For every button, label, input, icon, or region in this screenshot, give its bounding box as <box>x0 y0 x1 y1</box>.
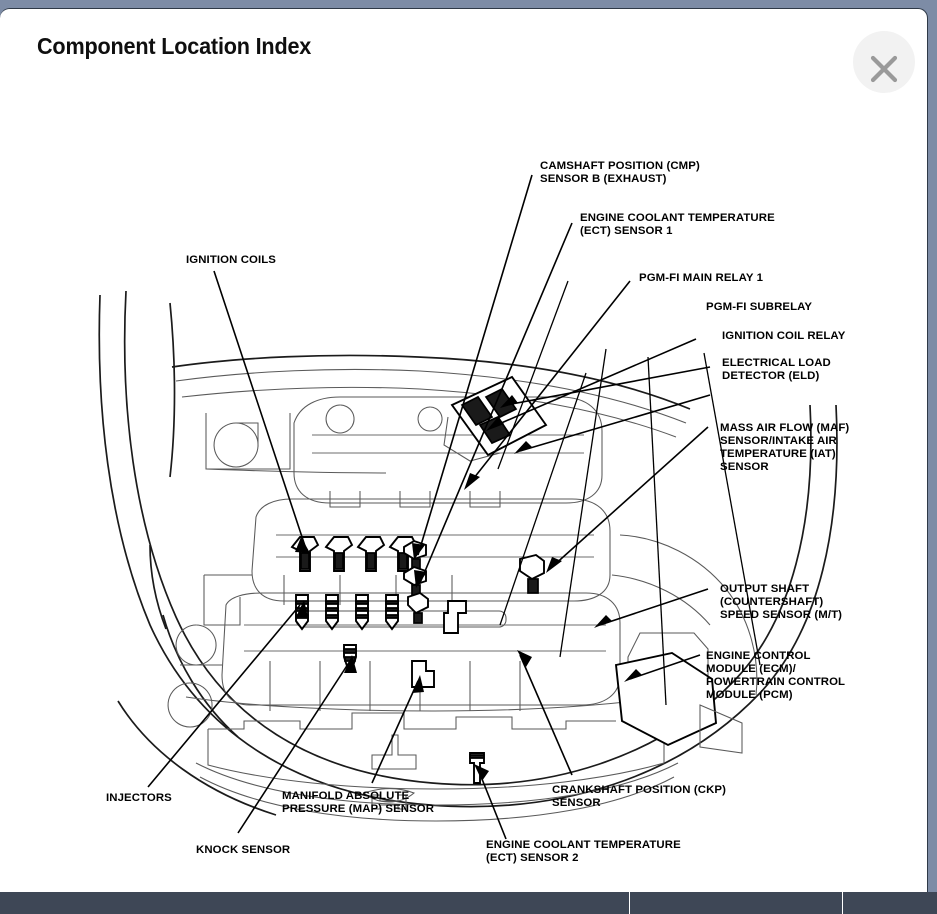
diagram-container: IGNITION COILS CAMSHAFT POSITION (CMP) S… <box>0 105 927 864</box>
callout-maf-iat-line4: SENSOR <box>720 461 769 473</box>
callout-map-sensor-line1: MANIFOLD ABSOLUTE <box>282 790 409 802</box>
dialog-header: Component Location Index <box>0 9 927 105</box>
callout-labels: IGNITION COILS CAMSHAFT POSITION (CMP) S… <box>106 160 849 864</box>
honda-h-emblem <box>362 787 416 810</box>
callout-output-shaft-line2: (COUNTERSHAFT) <box>720 596 823 608</box>
bottom-bar-segment-3[interactable] <box>843 892 937 914</box>
cowl-and-firewall <box>171 354 691 474</box>
maf-iat-sensor-part <box>519 553 545 594</box>
sensor-cluster-left-of-relaybox <box>403 539 467 634</box>
valve-cover <box>293 396 603 508</box>
component-location-dialog: Component Location Index <box>0 8 928 894</box>
leader-lines <box>147 174 761 840</box>
ignition-coil-parts <box>290 536 418 572</box>
callout-injectors: INJECTORS <box>106 792 172 804</box>
bottom-bar-segment-1[interactable] <box>0 892 630 914</box>
close-button[interactable] <box>853 31 915 93</box>
injector-parts <box>295 594 399 631</box>
callout-eld-line1: ELECTRICAL LOAD <box>722 357 831 369</box>
callout-pgm-fi-subrelay: PGM-FI SUBRELAY <box>706 301 812 313</box>
callout-cmp-sensor-b-line2: SENSOR B (EXHAUST) <box>540 173 667 185</box>
engine-compartment-diagram: IGNITION COILS CAMSHAFT POSITION (CMP) S… <box>98 160 849 864</box>
map-sensor-part <box>411 660 435 688</box>
callout-ect-sensor-2-line1: ENGINE COOLANT TEMPERATURE <box>486 839 681 851</box>
callout-ckp-sensor-line1: CRANKSHAFT POSITION (CKP) <box>552 784 726 796</box>
callout-maf-iat-line3: TEMPERATURE (IAT) <box>720 448 836 460</box>
close-x-icon <box>853 52 915 86</box>
callout-output-shaft-line3: SPEED SENSOR (M/T) <box>720 609 842 621</box>
bottom-bar-segment-2[interactable] <box>630 892 843 914</box>
callout-eld-line2: DETECTOR (ELD) <box>722 370 819 382</box>
callout-ckp-sensor-line2: SENSOR <box>552 797 601 809</box>
callout-ignition-coil-relay: IGNITION COIL RELAY <box>722 330 846 342</box>
callout-cmp-sensor-b-line1: CAMSHAFT POSITION (CMP) <box>540 160 700 172</box>
callout-ecm-pcm-line4: MODULE (PCM) <box>706 689 793 701</box>
callout-map-sensor-line2: PRESSURE (MAP) SENSOR <box>282 803 434 815</box>
callout-maf-iat-line1: MASS AIR FLOW (MAF) <box>720 422 849 434</box>
callout-ecm-pcm-line1: ENGINE CONTROL <box>706 650 811 662</box>
transmission-and-ecm-area <box>611 534 758 754</box>
callout-ecm-pcm-line3: POWERTRAIN CONTROL <box>706 676 845 688</box>
callout-output-shaft-line1: OUTPUT SHAFT <box>720 583 809 595</box>
bottom-navigation-bar <box>0 892 937 914</box>
callout-knock-sensor: KNOCK SENSOR <box>196 844 290 856</box>
callout-maf-iat-line2: SENSOR/INTAKE AIR <box>720 435 837 447</box>
page-title: Component Location Index <box>37 33 312 59</box>
callout-ect-sensor-2-line2: (ECT) SENSOR 2 <box>486 852 579 864</box>
callout-ect-sensor-1-line2: (ECT) SENSOR 1 <box>580 225 673 237</box>
callout-ignition-coils: IGNITION COILS <box>186 254 276 266</box>
callout-ect-sensor-1-line1: ENGINE COOLANT TEMPERATURE <box>580 212 775 224</box>
callout-pgm-fi-main-relay-1: PGM-FI MAIN RELAY 1 <box>639 272 764 284</box>
relay-box <box>443 375 548 462</box>
callout-ecm-pcm-line2: MODULE (ECM)/ <box>706 663 797 675</box>
